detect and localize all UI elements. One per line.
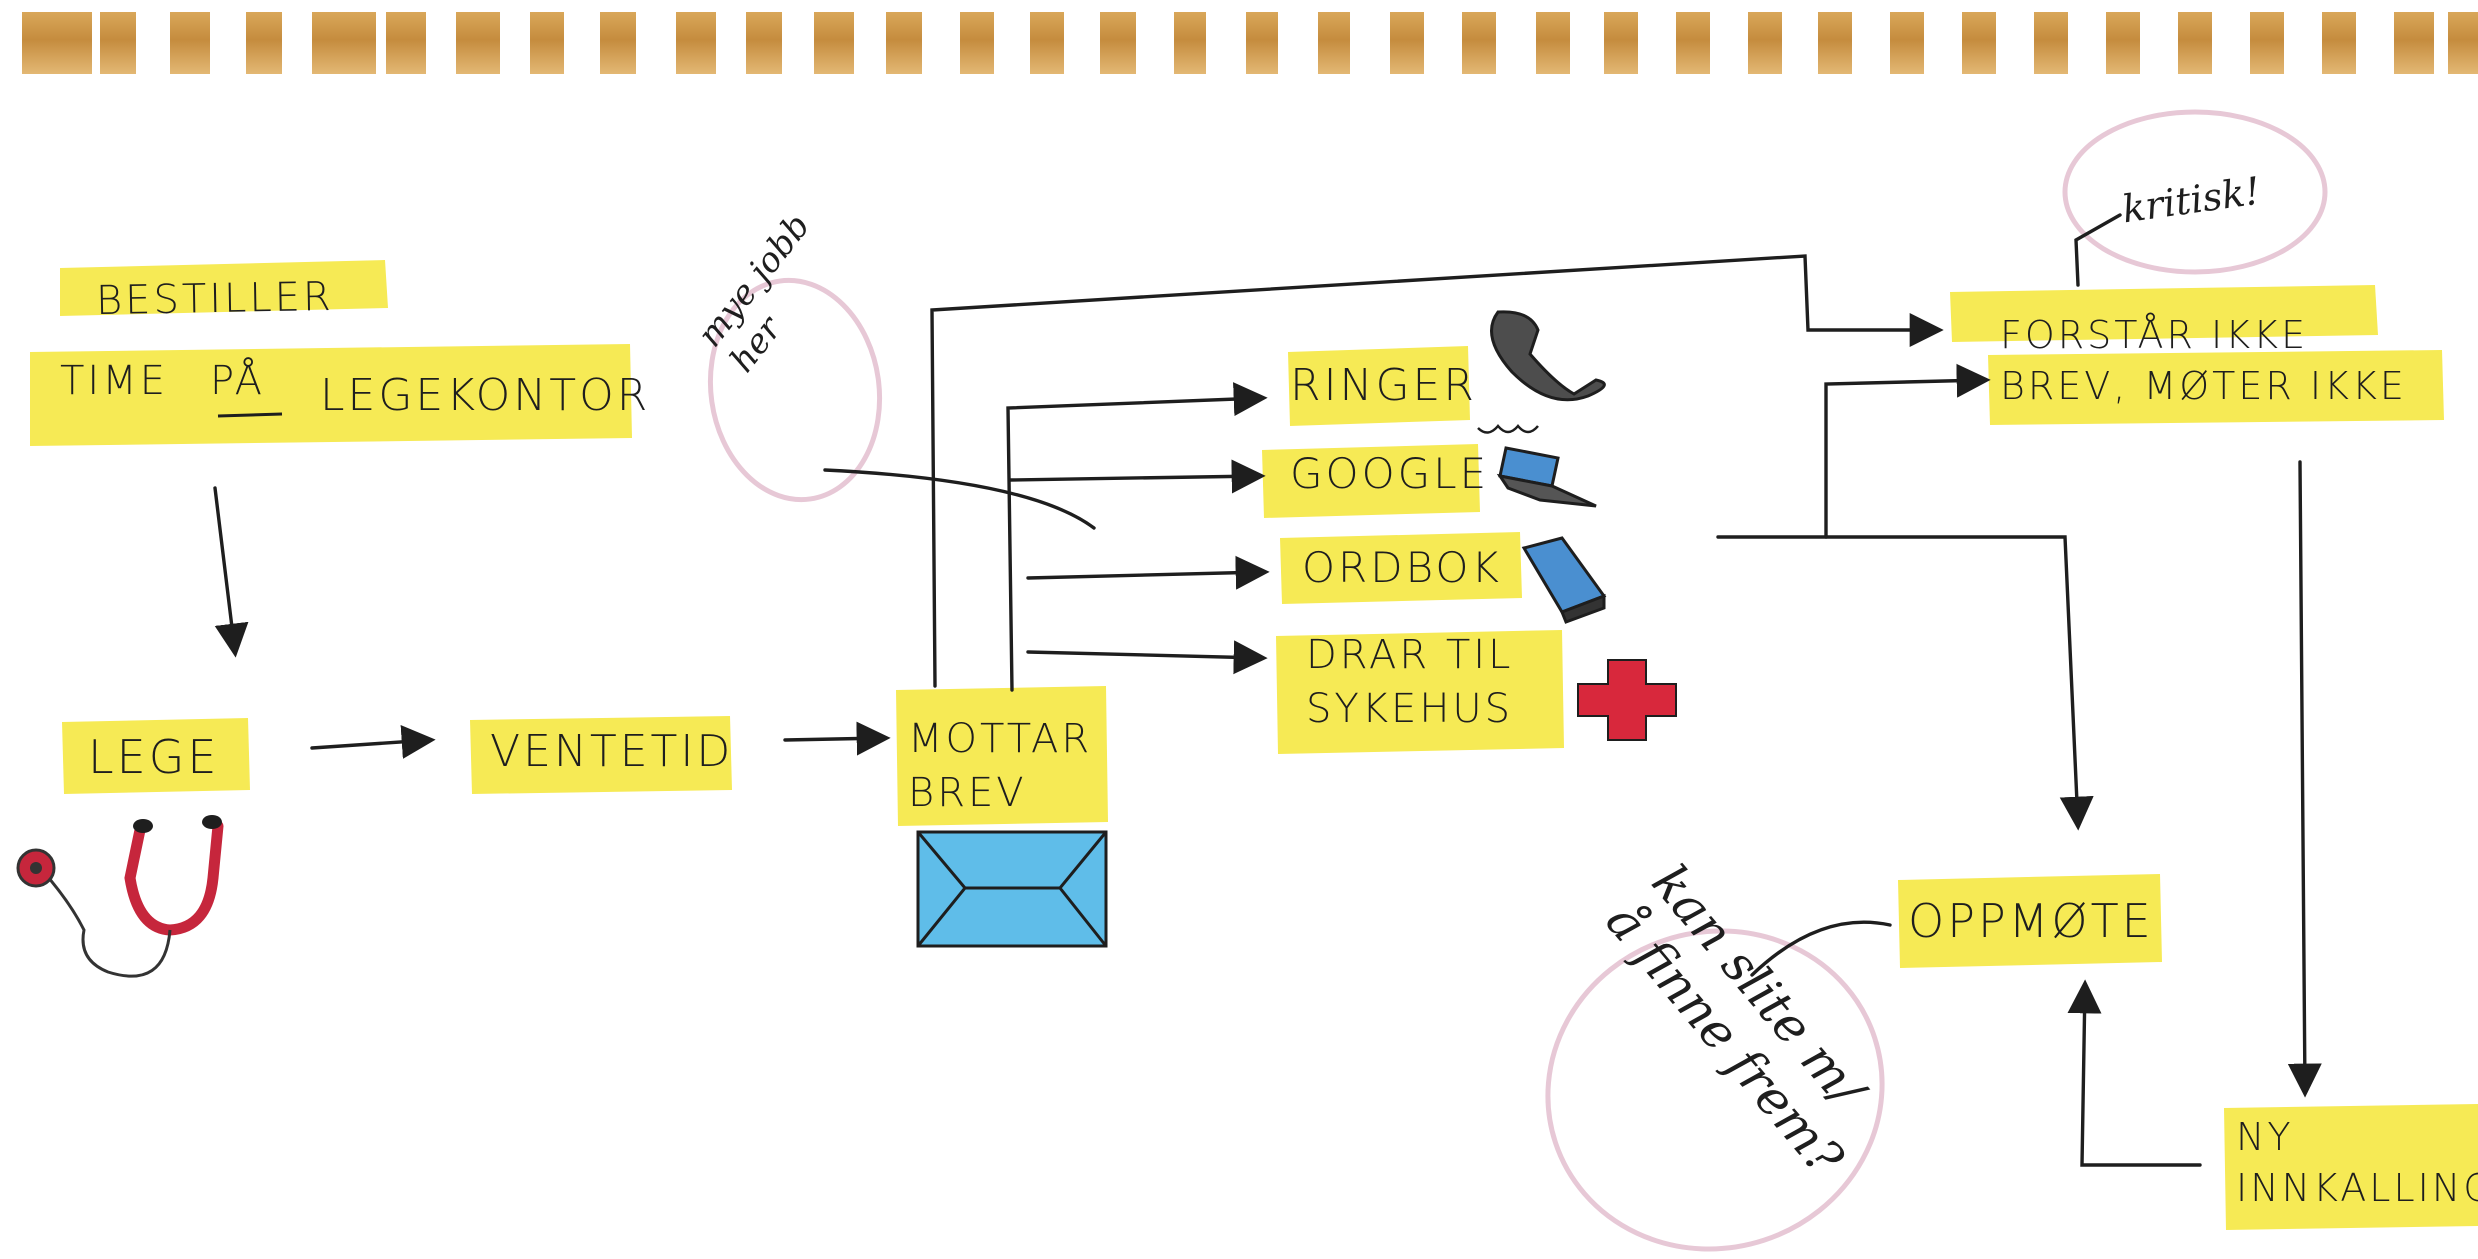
envelope-icon	[916, 830, 1108, 948]
note-bubbles	[707, 109, 2328, 1252]
node-oppmote: OPPMØTE	[1908, 894, 2154, 948]
node-mottar-brev: MOTTAR BREV	[908, 716, 1093, 816]
node-ringer: RINGER	[1290, 360, 1477, 411]
connectors	[213, 213, 2322, 1167]
node-ventetid: VENTETID	[490, 726, 734, 777]
red-cross-icon	[1577, 659, 1677, 741]
node-drar-til-sykehus: DRAR TIL SYKEHUS	[1306, 632, 1514, 732]
node-bestiller-time: TIME	[60, 358, 169, 404]
highlights	[30, 260, 2478, 1230]
tape-strip	[0, 0, 2478, 80]
underline	[217, 412, 283, 418]
node-bestiller-line1: BESTILLER	[95, 273, 335, 325]
node-lege: LEGE	[88, 730, 220, 784]
node-google: GOOGLE	[1290, 449, 1490, 498]
stethoscope-icon	[16, 815, 224, 978]
node-forstar-ikke: FORSTÅR IKKE BREV, MØTER IKKE	[2000, 313, 2407, 409]
dictionary-icon	[1521, 536, 1607, 624]
node-ny-innkalling: NY INNKALLING	[2236, 1115, 2478, 1211]
node-ordbok: ORDBOK	[1302, 543, 1502, 592]
node-bestiller-pa: PÅ	[210, 358, 265, 404]
phone-icon	[1477, 310, 1606, 434]
laptop-icon	[1496, 446, 1597, 508]
node-bestiller-legekontor: LEGEKONTOR	[320, 370, 651, 421]
